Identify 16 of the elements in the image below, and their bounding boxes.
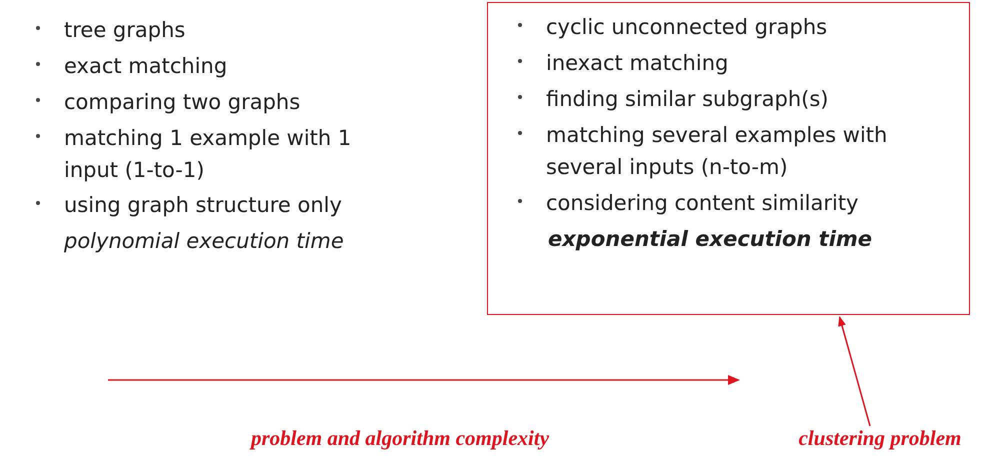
highlight-box xyxy=(487,2,970,315)
list-item: exact matching xyxy=(64,53,228,80)
callout-text: clustering problem xyxy=(780,426,980,451)
list-item: using graph structure only xyxy=(64,192,342,219)
list-item: finding similar subgraph(s) xyxy=(546,86,828,113)
list-item: matching 1 example with 1 input (1-to-1) xyxy=(64,125,352,184)
list-item: cyclic unconnected graphs xyxy=(546,14,828,41)
summary-text: polynomial execution time xyxy=(64,228,345,255)
summary-text: exponential execution time xyxy=(548,226,874,253)
list-item: matching several examples with several inputs (n-to-m) xyxy=(546,122,888,181)
list-item: considering content similarity xyxy=(546,190,858,217)
axis-label: problem and algorithm complexity xyxy=(248,426,550,451)
list-item: comparing two graphs xyxy=(64,89,300,116)
list-item: tree graphs xyxy=(64,17,186,44)
arrow xyxy=(838,316,871,426)
list-item: inexact matching xyxy=(546,50,728,77)
